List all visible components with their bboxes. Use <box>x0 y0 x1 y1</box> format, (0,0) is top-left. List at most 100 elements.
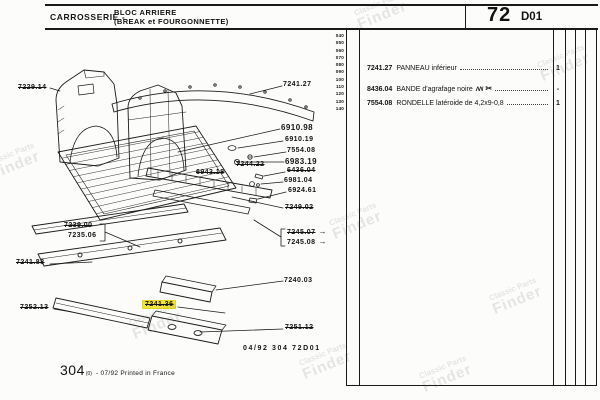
part-ref: 8436.04 <box>367 86 393 93</box>
part-number: 7239.00 <box>64 222 93 229</box>
table-line-c1 <box>565 29 567 386</box>
part-number: 7229.14 <box>18 84 47 91</box>
part-number: 7240.03 <box>284 277 313 284</box>
sill-strip-lower <box>152 189 251 215</box>
arrow-right-icon: → <box>318 237 327 246</box>
part-number: 7251.12 <box>285 324 314 331</box>
footer-page-number: 304 <box>60 362 85 378</box>
inner-wheel-arch-panel <box>55 69 120 167</box>
closing-bracket <box>159 275 217 303</box>
header-divider <box>465 4 467 29</box>
part-number: 6943.18 <box>196 169 225 176</box>
plate-caption: 04/92 304 72D01 <box>243 345 321 352</box>
scissors-icon: ✂ <box>485 84 493 93</box>
part-label-7245-08: 7245.08→ <box>287 237 327 246</box>
part-label-7240-03: 7240.03 <box>284 277 312 284</box>
footer: 304 (0) - 07/92 Printed in France <box>60 362 175 378</box>
part-ref: 7554.08 <box>367 100 393 107</box>
part-number: 7245.07 <box>287 229 316 236</box>
part-qty: - <box>556 86 560 93</box>
rear-side-rail-3 <box>52 297 151 329</box>
rear-side-rail-2 <box>37 227 227 267</box>
row-number: 100 <box>335 76 344 82</box>
part-description: PANNEAU inférieur <box>396 65 457 72</box>
leader-lines <box>49 85 287 333</box>
arrow-right-icon: → <box>318 227 327 236</box>
row-number: 080 <box>335 62 344 68</box>
table-line-c2 <box>575 29 576 386</box>
leader-dots <box>495 90 548 91</box>
part-number: 6983.19 <box>285 157 318 166</box>
header-rule <box>45 28 598 30</box>
part-number: 7554.08 <box>287 147 316 154</box>
part-label-7229-14: 7229.14 <box>18 84 46 91</box>
row-number: 140 <box>335 105 344 111</box>
part-label-7554-08: 7554.08 <box>287 147 315 154</box>
part-label-7235-06: 7235.06 <box>68 232 96 239</box>
row-number: 040 <box>335 33 344 38</box>
part-label-6910-98: 6910.98 <box>281 123 313 132</box>
leader-dots <box>459 69 548 70</box>
page-title-line1: BLOC ARRIERE <box>114 8 177 17</box>
part-label-6983-19: 6983.19 <box>285 157 317 166</box>
wheelhouse-panel <box>127 84 187 181</box>
part-number: 6436.04 <box>287 167 316 174</box>
part-label-7252-13: 7252.13 <box>20 304 48 311</box>
floor-pan <box>57 125 237 221</box>
part-label-7249-02: 7249.02 <box>285 204 313 211</box>
part-number: 7252.13 <box>20 304 49 311</box>
part-description: RONDELLE latéroide de 4,2x9-0,8 <box>396 100 504 107</box>
part-number: 6910.98 <box>281 123 314 132</box>
zigzag-icon: ΛΛ/ <box>475 87 484 93</box>
row-number: 130 <box>335 98 344 104</box>
part-ref: 7241.27 <box>367 65 393 72</box>
page-title-line2: (BREAK et FOURGONNETTE) <box>114 17 229 26</box>
part-number: 7249.02 <box>285 204 314 211</box>
part-number: 7245.08 <box>287 239 316 246</box>
table-line-left-1 <box>346 29 348 386</box>
part-qty: 1 <box>556 100 560 107</box>
table-bottom-rule <box>346 385 597 386</box>
table-line-c3 <box>585 29 586 386</box>
plate-code: D01 <box>521 11 543 23</box>
part-label-7244-22: 7244.22 <box>236 161 264 168</box>
sill-strip-upper <box>145 167 273 199</box>
part-number: 7235.06 <box>68 232 97 239</box>
row-number: 050 <box>335 40 344 46</box>
part-number: 7241.36 <box>145 301 174 308</box>
row-number: 090 <box>335 69 344 75</box>
row-number: 110 <box>335 84 344 90</box>
row-number: 060 <box>335 47 344 53</box>
table-line-qty <box>553 29 554 386</box>
part-label-7241-27: 7241.27 <box>283 81 311 88</box>
part-label-7241-88: 7241.88 <box>16 259 44 266</box>
part-label-6910-19: 6910.19 <box>285 136 313 143</box>
part-description: BANDE d'agrafage noire <box>396 86 473 93</box>
part-number: 7244.22 <box>236 161 265 168</box>
part-label-7245-07: 7245.07→ <box>287 227 327 236</box>
upper-cross-rail <box>111 83 315 122</box>
part-number: 6910.19 <box>285 136 314 143</box>
part-label-7239-00: 7239.00 <box>64 222 92 229</box>
part-label-6943-18: 6943.18 <box>196 169 224 176</box>
part-number: 7241.27 <box>283 81 312 88</box>
leader-dots <box>506 104 548 105</box>
rear-side-rail-1 <box>31 203 189 235</box>
row-number: 120 <box>335 91 344 97</box>
crossmember-bracket <box>147 310 227 345</box>
part-number: 6924.61 <box>288 187 317 194</box>
section-title: CARROSSERIE - <box>50 12 126 22</box>
part-label-7241-36: 7241.36 <box>141 300 177 309</box>
part-label-6924-61: 6924.61 <box>288 187 316 194</box>
top-rule <box>45 4 598 6</box>
part-number: 6981.04 <box>284 177 313 184</box>
part-number: 7241.88 <box>16 259 45 266</box>
